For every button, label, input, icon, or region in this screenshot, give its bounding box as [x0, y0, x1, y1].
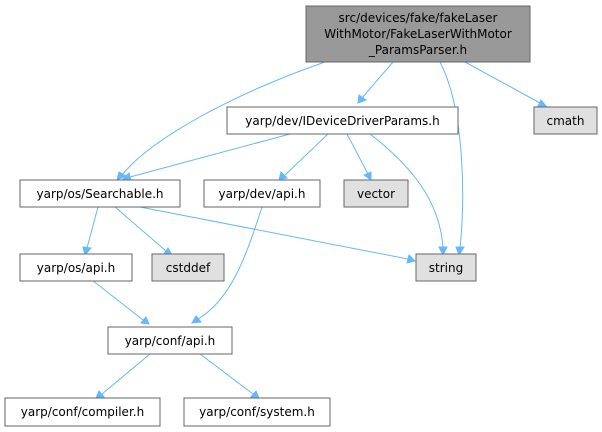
edge-confapi-to-system	[199, 353, 260, 399]
node-root-line-3: _ParamsParser.h	[368, 43, 467, 57]
node-root-line-2: WithMotor/FakeLaserWithMotor	[324, 27, 512, 41]
node-conf-api[interactable]: yarp/conf/api.h	[107, 326, 233, 355]
edge-searchable-to-string	[139, 206, 416, 264]
node-conf-compiler[interactable]: yarp/conf/compiler.h	[4, 397, 161, 427]
node-cstddef[interactable]: cstddef	[151, 253, 225, 282]
node-string-box	[415, 253, 477, 282]
node-vector[interactable]: vector	[343, 179, 409, 208]
edge-searchable-to-cstddef	[114, 206, 173, 256]
edge-root-to-string	[439, 61, 465, 257]
node-conf-system[interactable]: yarp/conf/system.h	[183, 397, 331, 427]
node-root-line-1: src/devices/fake/fakeLaser	[339, 11, 498, 25]
node-conf-compiler-box	[4, 397, 161, 427]
edge-devapi-to-confapi	[191, 206, 263, 324]
node-cstddef-label: cstddef	[166, 261, 211, 275]
node-conf-system-box	[183, 397, 331, 427]
node-root-box	[305, 5, 531, 63]
node-cmath[interactable]: cmath	[533, 106, 598, 135]
edge-idevice-to-vector	[346, 133, 372, 181]
node-dev-api-box	[203, 179, 321, 208]
node-idevice-driver-params-box	[226, 106, 459, 135]
node-conf-compiler-label: yarp/conf/compiler.h	[21, 405, 144, 419]
node-searchable-label: yarp/os/Searchable.h	[36, 187, 163, 201]
nodes: src/devices/fake/fakeLaser WithMotor/Fak…	[4, 5, 598, 427]
node-conf-system-label: yarp/conf/system.h	[199, 405, 315, 419]
edge-osapi-to-confapi	[91, 279, 150, 325]
edge-confapi-to-compiler	[95, 353, 151, 399]
node-conf-api-box	[107, 326, 233, 355]
node-string[interactable]: string	[415, 253, 477, 282]
edge-root-to-cmath	[464, 61, 548, 107]
edge-idevice-to-devapi	[278, 133, 329, 181]
node-os-api[interactable]: yarp/os/api.h	[19, 253, 133, 282]
node-searchable[interactable]: yarp/os/Searchable.h	[19, 179, 181, 208]
node-idevice-driver-params-label: yarp/dev/IDeviceDriverParams.h	[245, 114, 439, 128]
node-dev-api-label: yarp/dev/api.h	[219, 187, 306, 201]
node-dev-api[interactable]: yarp/dev/api.h	[203, 179, 321, 208]
edge-idevice-to-string	[369, 133, 448, 257]
node-conf-api-label: yarp/conf/api.h	[125, 334, 216, 348]
node-vector-label: vector	[357, 187, 395, 201]
node-os-api-label: yarp/os/api.h	[37, 261, 115, 275]
node-os-api-box	[19, 253, 133, 282]
edge-root-to-idevice	[357, 61, 394, 104]
edge-root-to-searchable	[116, 61, 326, 181]
edge-searchable-to-osapi	[82, 206, 99, 257]
edge-idevice-to-searchable	[122, 133, 291, 182]
node-vector-box	[343, 179, 409, 208]
node-cstddef-box	[151, 253, 225, 282]
node-cmath-label: cmath	[547, 114, 585, 128]
node-idevice-driver-params[interactable]: yarp/dev/IDeviceDriverParams.h	[226, 106, 459, 135]
node-root[interactable]: src/devices/fake/fakeLaser WithMotor/Fak…	[305, 5, 531, 63]
edges	[82, 61, 548, 399]
node-string-label: string	[429, 261, 463, 275]
node-searchable-box	[19, 179, 181, 208]
node-cmath-box	[533, 106, 598, 135]
